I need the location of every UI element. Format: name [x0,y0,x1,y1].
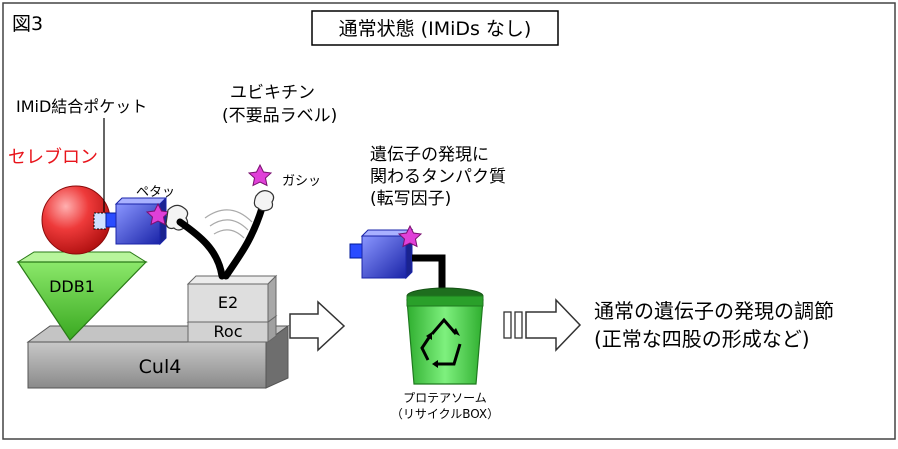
title-box [311,10,559,46]
disposal-arrow-shaft [412,254,446,296]
target-label-line3: (転写因子) [370,189,451,209]
target-label-line1: 遺伝子の発現に [370,145,489,165]
flow-arrow-2 [503,298,582,352]
diagram-title: 通常状態 (IMiDs なし) [339,18,532,40]
e2-arm-right [222,204,266,280]
result-line1: 通常の遺伝子の発現の調節 [594,299,834,323]
motion-arc-3 [213,229,245,239]
ubiquitin-star-attached [145,202,171,226]
ubiquitin-star-target [397,224,423,248]
ubiquitin-star-held [247,163,273,187]
flow-arrow-1 [289,300,346,352]
hand-gashi-icon [253,190,275,212]
ddb1-shape [16,251,148,341]
gashi-label: ガシッ [282,174,321,189]
imid-pocket [93,212,107,230]
roc-label: Roc [214,322,243,341]
figure-label: 図3 [12,13,43,35]
motion-arc-1 [204,209,253,223]
ubiquitin-label-line1: ユビキチン [230,83,315,103]
petta-label: ペタッ [136,185,175,200]
e2-arm-left [176,218,226,280]
e2-block [186,274,278,323]
pocket-label: IMiD結合ポケット [16,97,147,116]
ddb1-label: DDB1 [49,277,95,296]
proteasome-bin-icon [406,287,484,385]
cereblon-label: セレブロン [8,146,98,168]
target-label-line2: 関わるタンパク質 [370,167,506,187]
ubiquitin-label-line2: (不要品ラベル) [222,106,337,126]
cul4-label: Cul4 [139,356,182,378]
result-line2: (正常な四股の形成など) [594,327,810,351]
proteasome-label-line1: プロテアソーム [403,391,487,405]
motion-arc-2 [209,219,249,231]
proteasome-label-line2: （リサイクルBOX） [391,407,499,421]
e2-label: E2 [218,293,238,312]
